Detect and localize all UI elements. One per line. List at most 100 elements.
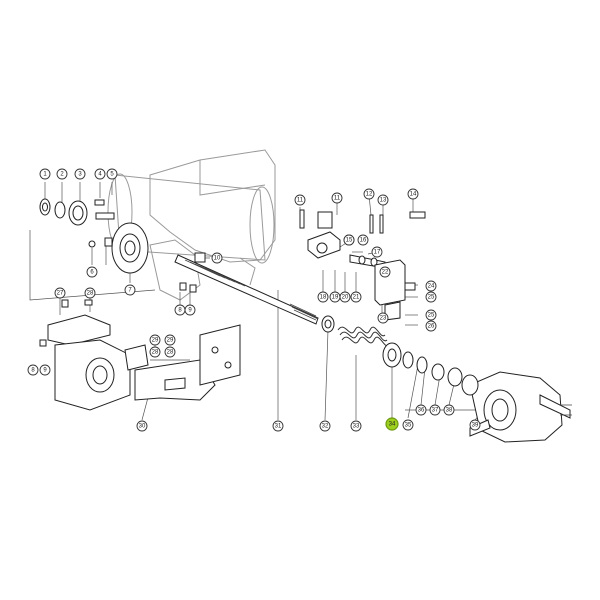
callout-28: 28 [84,287,96,299]
callout-17-label: 17 [374,249,381,255]
callout-36: 36 [415,404,427,416]
callout-34: 34 [385,417,399,431]
callout-21: 21 [350,291,362,303]
callout-18: 18 [317,291,329,303]
callout-29-label: 29 [167,337,174,343]
callout-35-label: 35 [405,422,412,428]
callout-5: 5 [106,168,118,180]
callout-4: 4 [94,168,106,180]
callout-10: 10 [211,252,223,264]
callout-13-label: 13 [380,197,387,203]
callout-28: 28 [149,346,161,358]
callout-25: 25 [425,309,437,321]
callout-19: 19 [329,291,341,303]
callout-10-label: 10 [214,255,221,261]
callout-30: 30 [136,420,148,432]
callout-6: 6 [86,266,98,278]
callout-23-label: 23 [380,315,387,321]
callout-11-label: 11 [297,197,304,203]
callout-2-label: 2 [60,171,64,177]
hub-assembly [39,198,206,293]
callout-4-label: 4 [98,171,102,177]
callout-20-label: 20 [342,294,349,300]
callout-26-label: 26 [428,323,435,329]
callout-15-label: 15 [346,237,353,243]
callout-35: 35 [402,419,414,431]
callout-25-label: 25 [428,312,435,318]
callout-27: 27 [54,287,66,299]
callout-22: 22 [379,266,391,278]
callout-2: 2 [56,168,68,180]
callout-11: 11 [331,192,343,204]
callout-8-label: 8 [178,307,182,313]
callout-29-label: 29 [152,337,159,343]
callout-9: 9 [39,364,51,376]
callout-5-label: 5 [110,171,114,177]
callout-32-label: 32 [322,423,329,429]
callout-14-label: 14 [410,191,417,197]
callout-37-label: 37 [432,407,439,413]
chassis-outline [107,149,276,301]
callout-19-label: 19 [332,294,339,300]
callout-18-label: 18 [320,294,327,300]
callout-1: 1 [39,168,51,180]
callout-27-label: 27 [57,290,64,296]
callout-17: 17 [371,246,383,258]
callout-9: 9 [184,304,196,316]
callout-9-label: 9 [188,307,192,313]
callout-6-label: 6 [90,269,94,275]
callout-8: 8 [174,304,186,316]
callout-7: 7 [124,284,136,296]
callout-29: 29 [164,334,176,346]
callout-20: 20 [339,291,351,303]
callout-16-label: 16 [360,237,367,243]
callout-29: 29 [149,334,161,346]
splined-shaft [174,254,319,325]
callout-9-label: 9 [43,367,47,373]
callout-28-label: 28 [152,349,159,355]
left-gearbox [39,299,241,411]
callout-39-label: 39 [472,422,479,428]
bracket-assembly [299,209,426,321]
callout-13: 13 [377,194,389,206]
callout-15: 15 [343,234,355,246]
callout-39: 39 [469,419,481,431]
callout-36-label: 36 [418,407,425,413]
coupler-parts [382,342,463,387]
right-gearbox [461,371,572,443]
callout-3: 3 [74,168,86,180]
callout-24: 24 [425,280,437,292]
callout-12-label: 12 [366,191,373,197]
callout-28: 28 [164,346,176,358]
callout-33: 33 [350,420,362,432]
callout-3-label: 3 [78,171,82,177]
callout-14: 14 [407,188,419,200]
callout-8-label: 8 [31,367,35,373]
spring-assembly [321,315,390,347]
callout-26: 26 [425,320,437,332]
callout-31-label: 31 [275,423,282,429]
callout-11-label: 11 [334,195,341,201]
callout-23: 23 [377,312,389,324]
callout-22-label: 22 [382,269,389,275]
callout-31: 31 [272,420,284,432]
callout-30-label: 30 [139,423,146,429]
callout-16: 16 [357,234,369,246]
callout-37: 37 [429,404,441,416]
callout-25: 25 [425,291,437,303]
callout-1-label: 1 [43,171,47,177]
callout-33-label: 33 [353,423,360,429]
callout-38-label: 38 [446,407,453,413]
callout-28-label: 28 [167,349,174,355]
callout-labels: 1234567891011121314151617181920212223242… [27,168,481,432]
callout-25-label: 25 [428,294,435,300]
callout-11: 11 [294,194,306,206]
callout-32: 32 [319,420,331,432]
callout-21-label: 21 [353,294,360,300]
callout-28-label: 28 [87,290,94,296]
callout-8: 8 [27,364,39,376]
callout-12: 12 [363,188,375,200]
callout-34-label: 34 [389,421,396,427]
callout-7-label: 7 [128,287,132,293]
